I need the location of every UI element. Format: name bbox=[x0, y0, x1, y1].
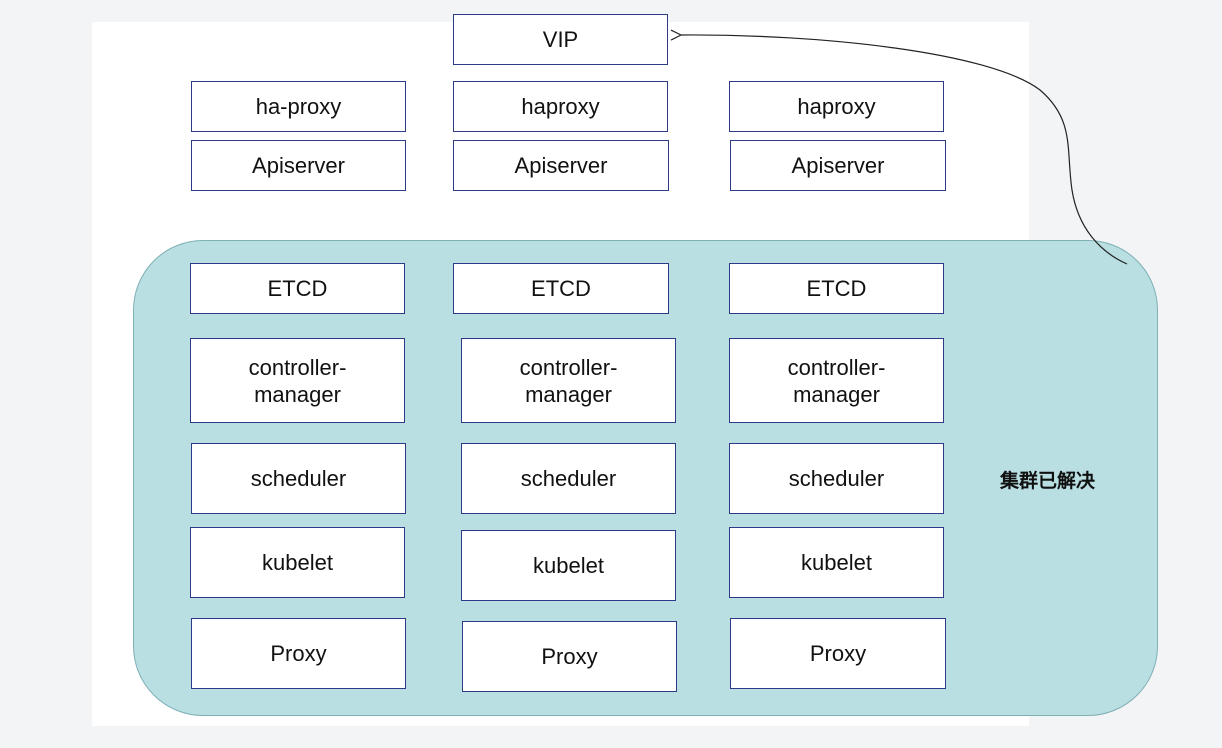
lb-box-2: haproxy bbox=[453, 81, 668, 132]
controller-manager-box-1: controller- manager bbox=[190, 338, 405, 423]
vip-box: VIP bbox=[453, 14, 668, 65]
scheduler-box-3: scheduler bbox=[729, 443, 944, 514]
apiserver-box-3: Apiserver bbox=[730, 140, 946, 191]
kubelet-box-1: kubelet bbox=[190, 527, 405, 598]
kubelet-box-2: kubelet bbox=[461, 530, 676, 601]
apiserver-box-2: Apiserver bbox=[453, 140, 669, 191]
kubelet-box-3: kubelet bbox=[729, 527, 944, 598]
proxy-box-1: Proxy bbox=[191, 618, 406, 689]
scheduler-box-1: scheduler bbox=[191, 443, 406, 514]
apiserver-box-1: Apiserver bbox=[191, 140, 406, 191]
etcd-box-2: ETCD bbox=[453, 263, 669, 314]
controller-manager-box-3: controller- manager bbox=[729, 338, 944, 423]
proxy-box-3: Proxy bbox=[730, 618, 946, 689]
scheduler-box-2: scheduler bbox=[461, 443, 676, 514]
etcd-box-3: ETCD bbox=[729, 263, 944, 314]
etcd-box-1: ETCD bbox=[190, 263, 405, 314]
controller-manager-box-2: controller- manager bbox=[461, 338, 676, 423]
lb-box-3: haproxy bbox=[729, 81, 944, 132]
cluster-label: 集群已解决 bbox=[1000, 470, 1096, 492]
proxy-box-2: Proxy bbox=[462, 621, 677, 692]
lb-box-1: ha-proxy bbox=[191, 81, 406, 132]
